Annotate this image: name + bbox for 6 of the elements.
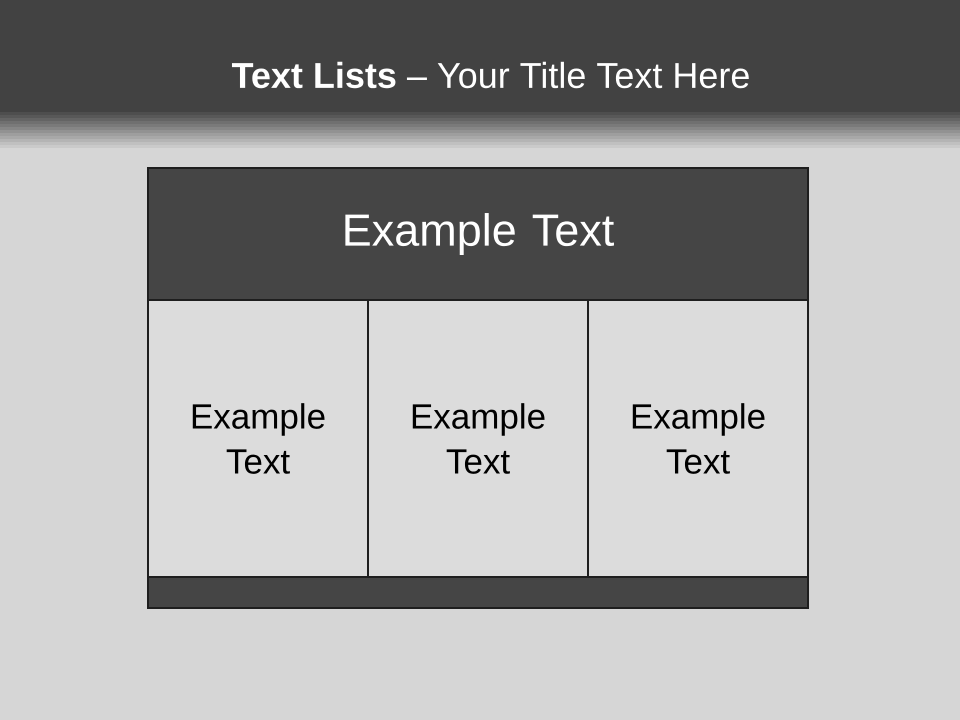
text-box: Example Text <box>147 299 369 578</box>
slide-title: Text Lists – Your Title Text Here <box>232 62 749 88</box>
footer-bar <box>147 576 810 609</box>
header-band: Example Text <box>147 167 810 301</box>
text-box: Example Text <box>367 299 589 578</box>
text-box: Example Text <box>587 299 810 578</box>
